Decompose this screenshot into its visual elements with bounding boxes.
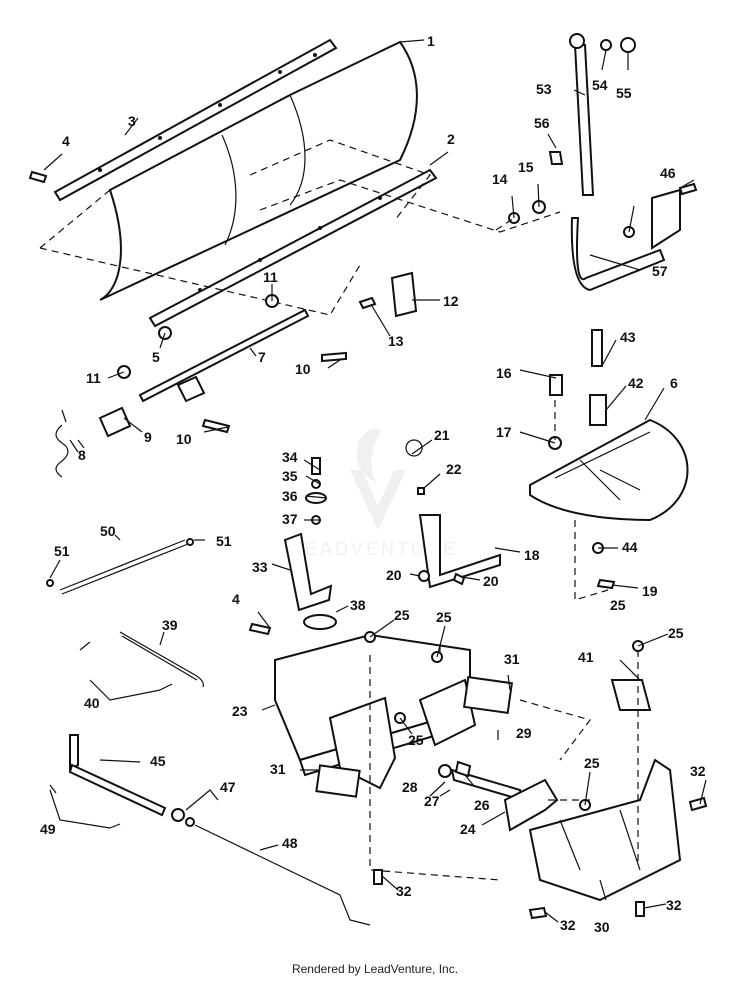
callout-11: 11 xyxy=(263,269,278,285)
callout-55: 55 xyxy=(616,85,632,101)
callout-40: 40 xyxy=(84,695,100,711)
callout-19: 19 xyxy=(642,583,658,599)
callout-20-right: 20 xyxy=(483,573,499,589)
callout-15: 15 xyxy=(518,159,534,175)
watermark-text: LEADVENTURE xyxy=(292,539,458,559)
callout-53: 53 xyxy=(536,81,552,97)
callout-5: 5 xyxy=(152,349,160,365)
callout-4-lower: 4 xyxy=(232,591,240,607)
callout-17: 17 xyxy=(496,424,512,440)
callout-34: 34 xyxy=(282,449,298,465)
callout-35: 35 xyxy=(282,468,298,484)
blade xyxy=(99,40,418,301)
callout-54: 54 xyxy=(592,77,608,93)
callout-16: 16 xyxy=(496,365,512,381)
callout-36: 36 xyxy=(282,488,298,504)
callout-32-b: 32 xyxy=(690,763,706,779)
callout-30: 30 xyxy=(594,919,610,935)
callout-6: 6 xyxy=(670,375,678,391)
callout-22: 22 xyxy=(446,461,462,477)
callout-45: 45 xyxy=(150,753,166,769)
callout-43: 43 xyxy=(620,329,636,345)
callout-27: 27 xyxy=(424,793,440,809)
callout-28: 28 xyxy=(402,779,418,795)
callout-1: 1 xyxy=(427,33,435,49)
callout-25-d: 25 xyxy=(584,755,600,771)
callout-37: 37 xyxy=(282,511,298,527)
callout-29: 29 xyxy=(516,725,532,741)
callout-3: 3 xyxy=(128,113,136,129)
callout-32-c: 32 xyxy=(560,917,576,933)
callout-38: 38 xyxy=(350,597,366,613)
callout-4: 4 xyxy=(62,133,70,149)
callout-26: 26 xyxy=(474,797,490,813)
callout-57: 57 xyxy=(652,263,668,279)
callout-9: 9 xyxy=(144,429,152,445)
pivot-plate xyxy=(529,329,689,601)
callout-2: 2 xyxy=(447,131,455,147)
callout-32: 32 xyxy=(396,883,412,899)
callout-10-lower: 10 xyxy=(176,431,192,447)
callout-46: 46 xyxy=(660,165,676,181)
watermark-logo: LEADVENTURE xyxy=(292,428,458,559)
callout-20: 20 xyxy=(386,567,402,583)
center-parts xyxy=(283,439,501,630)
hitch-frame xyxy=(248,622,708,920)
footer-credit: Rendered by LeadVenture, Inc. xyxy=(291,962,459,976)
callout-44: 44 xyxy=(622,539,638,555)
callout-13: 13 xyxy=(388,333,404,349)
callout-25-f: 25 xyxy=(610,597,626,613)
callout-10: 10 xyxy=(295,361,311,377)
leader-lines xyxy=(43,39,707,923)
callout-31: 31 xyxy=(270,761,286,777)
callout-39: 39 xyxy=(162,617,178,633)
callout-14: 14 xyxy=(492,171,508,187)
callout-33: 33 xyxy=(252,559,268,575)
callout-11-left: 11 xyxy=(86,370,101,386)
callout-50: 50 xyxy=(100,523,116,539)
callout-56: 56 xyxy=(534,115,550,131)
control-rods xyxy=(46,538,371,926)
callout-41: 41 xyxy=(578,649,594,665)
callout-25-c: 25 xyxy=(668,625,684,641)
callout-32-d: 32 xyxy=(666,897,682,913)
callout-51: 51 xyxy=(54,543,70,559)
callout-51-right: 51 xyxy=(216,533,232,549)
callout-21: 21 xyxy=(434,427,450,443)
callout-25-e: 25 xyxy=(408,732,424,748)
callout-25: 25 xyxy=(394,607,410,623)
callout-49: 49 xyxy=(40,821,56,837)
callout-7: 7 xyxy=(258,349,266,365)
callout-18: 18 xyxy=(524,547,540,563)
callout-47: 47 xyxy=(220,779,236,795)
blade-assembly xyxy=(28,38,561,478)
callout-31-right: 31 xyxy=(504,651,520,667)
callout-42: 42 xyxy=(628,375,644,391)
callout-labels: 1 2 3 4 5 6 7 8 9 10 10 11 11 12 13 14 1… xyxy=(40,33,706,935)
callout-48: 48 xyxy=(282,835,298,851)
wear-bar xyxy=(53,38,338,202)
callout-25-b: 25 xyxy=(436,609,452,625)
callout-8: 8 xyxy=(78,447,86,463)
callout-24: 24 xyxy=(460,821,476,837)
callout-23: 23 xyxy=(232,703,248,719)
callout-12: 12 xyxy=(443,293,459,309)
cutting-edge xyxy=(148,168,438,328)
